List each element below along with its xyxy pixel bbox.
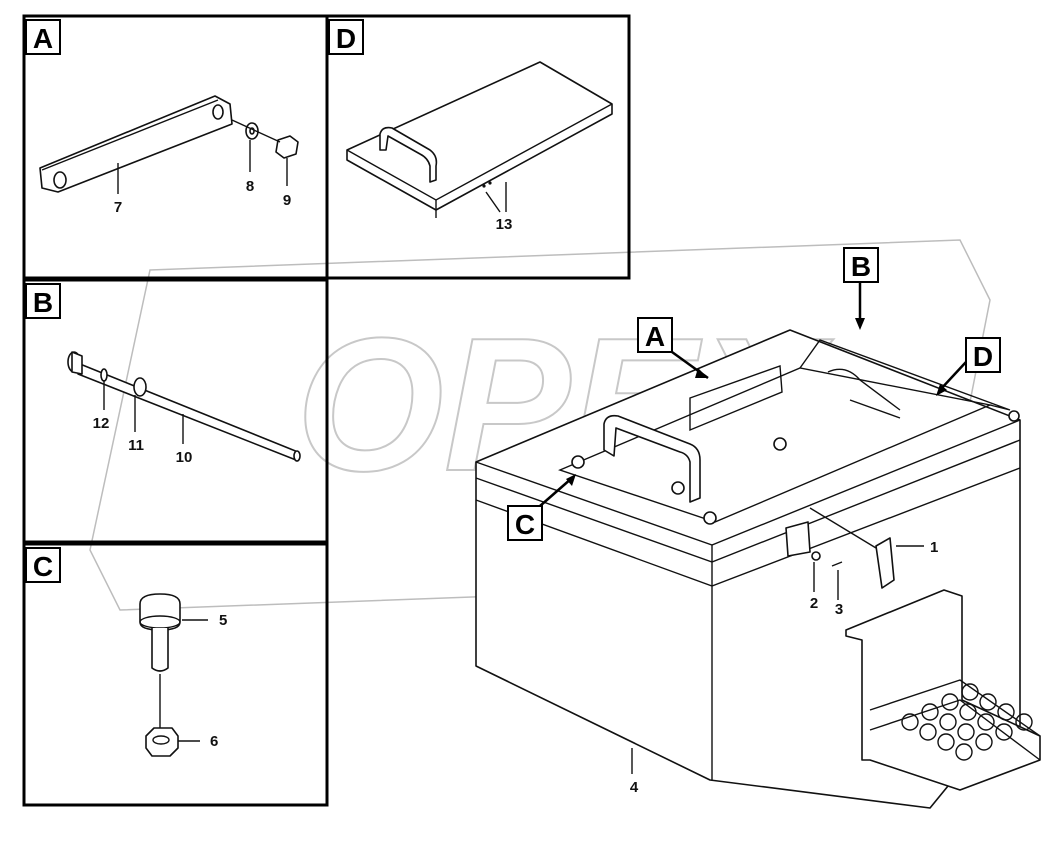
svg-text:C: C [33,551,53,582]
label-11: 11 [128,437,144,454]
part-pin-10 [67,351,301,462]
frame-label-b: B [25,283,61,319]
part-plate-2 [785,521,821,561]
part-cover-13 [346,61,613,218]
label-6: 6 [210,733,218,750]
label-13: 13 [496,216,513,233]
label-7: 7 [114,199,122,216]
label-3: 3 [835,601,843,618]
callout-a: A [637,317,709,380]
label-4: 4 [630,779,639,796]
label-1: 1 [930,539,938,556]
svg-text:A: A [645,321,665,352]
part-knob-5 [139,593,181,672]
label-12: 12 [93,415,110,432]
frame-label-c: C [25,547,61,583]
frame-b [22,278,329,544]
part-bar-7 [39,95,233,193]
part-nut-6 [145,727,179,757]
svg-text:D: D [973,341,993,372]
detail-frames [22,14,631,807]
label-5: 5 [219,612,227,629]
label-8: 8 [246,178,254,195]
callout-b: B [843,247,879,330]
svg-text:A: A [33,23,53,54]
part-screw-3 [831,561,843,567]
callout-d: D [936,337,1001,396]
part-bolt-9 [231,119,299,159]
svg-text:B: B [33,287,53,318]
label-9: 9 [283,192,291,209]
svg-text:B: B [851,251,871,282]
frame-label-a: A [25,19,61,55]
frame-label-d: D [328,19,364,55]
frame-c [22,542,329,807]
frame-d [325,14,631,280]
svg-text:C: C [515,509,535,540]
part-washer-11 [133,377,147,397]
callout-c: C [507,474,576,541]
label-10: 10 [176,449,193,466]
svg-text:D: D [336,23,356,54]
part-ring-12 [100,368,108,382]
part-latch-1 [875,537,895,589]
part-step [845,589,1041,791]
label-2: 2 [810,595,818,612]
